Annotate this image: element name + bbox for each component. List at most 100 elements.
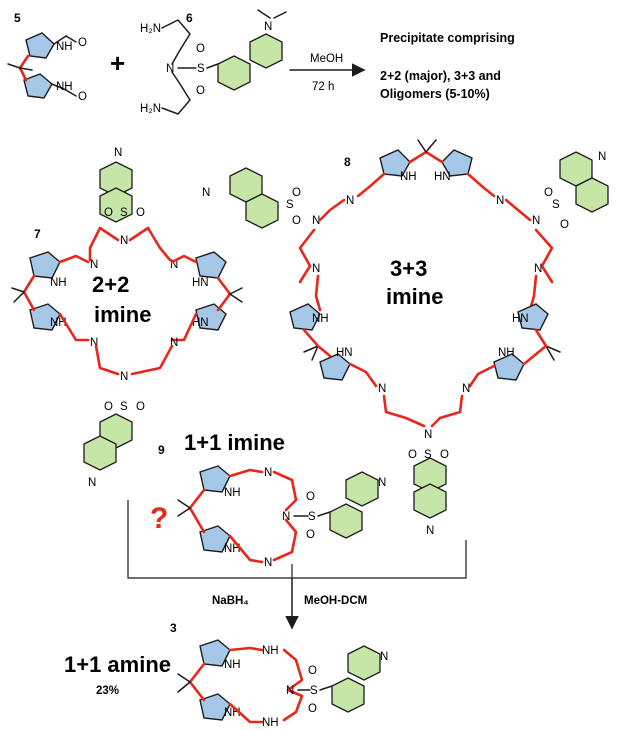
atom-s: S (286, 199, 294, 211)
atom-n-imine: N (496, 195, 504, 207)
atom-n-imine: N (462, 383, 470, 395)
product-description-line1: Precipitate comprising (380, 31, 515, 45)
pyrrole-ring (199, 693, 231, 721)
atom-o: O (306, 529, 315, 541)
atom-n: N (282, 511, 290, 523)
label-imine: imine (94, 302, 151, 327)
atom-nme2: N (264, 21, 272, 33)
atom-hn: HN (192, 277, 209, 289)
pyrrole-ring (199, 525, 231, 553)
compound-5-dipyrromethane-dialdehyde: 5 NH NH O O (7, 11, 87, 103)
atom-nh: NH (56, 81, 73, 93)
atom-nme2: N (88, 477, 96, 489)
label-3plus3: 3+3 (390, 256, 427, 281)
naphthalene-ring (83, 435, 117, 471)
pyrrole-ring (517, 303, 549, 331)
naphthalene-ring (347, 645, 381, 681)
atom-n-imine: N (312, 263, 320, 275)
atom-n-imine: N (170, 259, 178, 271)
atom-n-imine: N (90, 259, 98, 271)
naphthalene-ring (99, 187, 133, 223)
atom-hn: HN (336, 347, 353, 359)
compound-number-3: 3 (170, 621, 177, 635)
naphthalene-ring (217, 55, 251, 91)
atom-hn: HN (434, 171, 451, 183)
atom-nh: NH (50, 277, 67, 289)
compound-number-5: 5 (14, 11, 21, 25)
atom-n-imine: N (90, 337, 98, 349)
macrocycle-3plus3-imine-8: 8 N S O O N N S O O N NH HN N N N (202, 139, 609, 537)
atom-nh: NH (56, 41, 73, 53)
atom-n: N (532, 215, 540, 227)
atom-nme2: N (114, 147, 122, 159)
naphthalene-ring (99, 161, 133, 197)
atom-nh: NH (498, 347, 515, 359)
atom-s: S (552, 199, 560, 211)
atom-o: O (560, 219, 569, 231)
naphthalene-ring (413, 483, 447, 519)
atom-o: O (292, 187, 301, 199)
atom-o: O (544, 187, 553, 199)
pyrrole-ring (493, 353, 525, 381)
naphthalene-ring (249, 33, 283, 69)
pyrrole-ring (289, 303, 321, 331)
atom-nh: NH (262, 717, 279, 729)
atom-o: O (440, 449, 449, 461)
atom-o: O (308, 703, 317, 715)
atom-n: N (120, 371, 128, 383)
atom-o: O (196, 85, 205, 97)
atom-h2n: H₂N (140, 23, 161, 35)
atom-o: O (78, 37, 87, 49)
pyrrole-ring (29, 303, 61, 331)
compound-number-6: 6 (186, 11, 193, 25)
plus-sign: + (110, 48, 125, 78)
atom-o: O (308, 665, 317, 677)
atom-o: O (104, 401, 113, 413)
naphthalene-ring (575, 177, 609, 213)
compound-number-9: 9 (158, 443, 165, 457)
pyrrole-ring (29, 251, 61, 279)
reaction-time: 72 h (312, 81, 334, 93)
atom-hn: HN (512, 313, 529, 325)
pyrrole-ring (195, 251, 227, 279)
atom-nh: NH (400, 171, 417, 183)
atom-n-imine: N (534, 263, 542, 275)
atom-n-imine: N (378, 383, 386, 395)
atom-o: O (104, 207, 113, 219)
atom-o: O (78, 91, 87, 103)
merge-bracket (127, 500, 467, 579)
atom-nme2: N (378, 477, 386, 489)
atom-nme2: N (426, 525, 434, 537)
reagent-methanol: MeOH (310, 53, 343, 65)
atom-nme2: N (598, 151, 606, 163)
naphthalene-ring (345, 471, 379, 507)
reagent-nabh4: NaBH₄ (212, 595, 249, 607)
atom-nh: NH (224, 659, 241, 671)
atom-o: O (292, 215, 301, 227)
naphthalene-ring (245, 193, 279, 229)
atom-s: S (310, 685, 318, 697)
pyrrole-ring (199, 639, 231, 667)
yield: 23% (96, 685, 119, 697)
atom-nh: NH (224, 487, 241, 499)
atom-s: S (120, 401, 128, 413)
pyrrole-ring (319, 353, 351, 381)
macrocycle-1plus1-imine-9: 9 1+1 imine ? NH NH N N N S O O N (150, 430, 386, 569)
atom-n: N (166, 63, 174, 75)
atom-o: O (408, 449, 417, 461)
atom-nh: NH (312, 313, 329, 325)
product-description-line2: 2+2 (major), 3+3 and (380, 69, 501, 83)
label-2plus2: 2+2 (92, 272, 129, 297)
atom-o: O (196, 43, 205, 55)
atom-hn: HN (192, 317, 209, 329)
compound-number-7: 7 (34, 227, 41, 241)
atom-nh: NH (262, 645, 279, 657)
compound-number-8: 8 (344, 155, 351, 169)
macrocycle-1plus1-amine-3: 3 1+1 amine 23% NH NH NH NH N S O O N (64, 621, 388, 729)
atom-h2n: H₂N (140, 103, 161, 115)
naphthalene-ring (329, 503, 363, 539)
pyrrole-ring (199, 465, 231, 493)
macrocycle-2plus2-imine-7: 7 N S O O N N N NH NH HN HN N N (11, 147, 243, 489)
atom-o: O (136, 401, 145, 413)
